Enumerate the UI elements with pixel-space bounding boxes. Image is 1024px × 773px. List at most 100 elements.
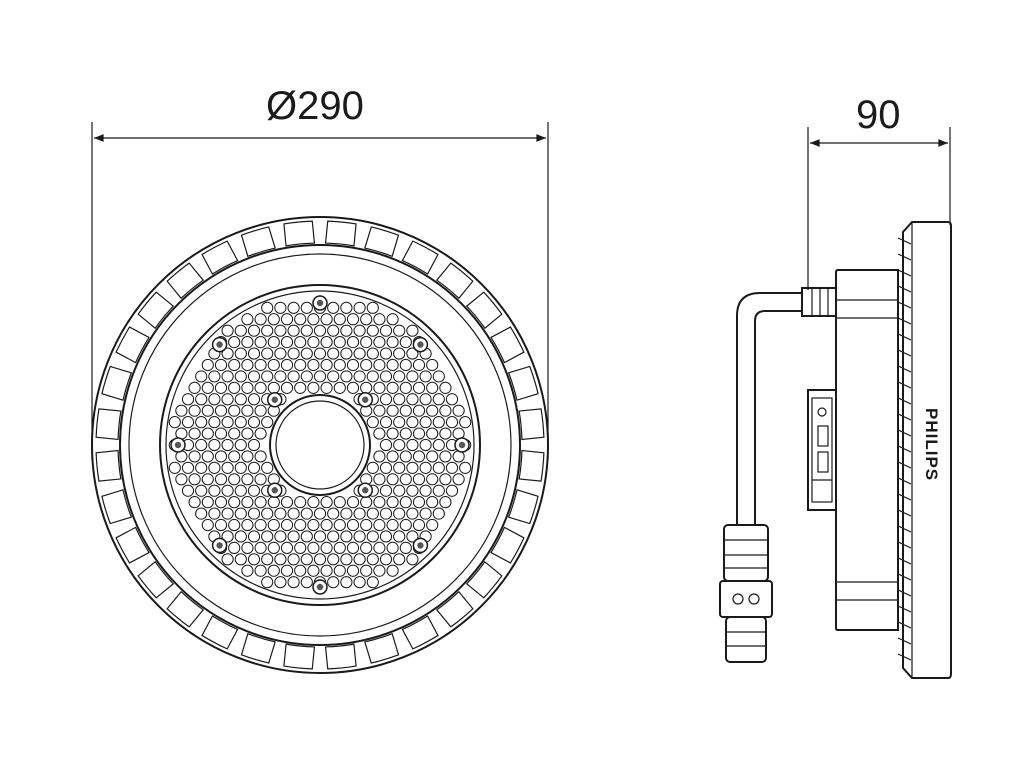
led-lens (452, 473, 465, 486)
led-lens (221, 484, 234, 497)
center-hub-inner (275, 400, 365, 490)
led-lens (366, 416, 379, 429)
fin (166, 262, 205, 300)
led-lens (445, 461, 459, 474)
led-lens (261, 507, 274, 520)
led-lens (373, 541, 386, 554)
led-lens (320, 564, 333, 577)
led-lens (261, 347, 274, 360)
led-lens (439, 496, 452, 509)
led-lens (419, 484, 432, 497)
led-lens (452, 404, 465, 417)
led-lens (221, 530, 234, 543)
led-lens (214, 473, 228, 486)
led-lens (386, 404, 399, 417)
led-lens (379, 484, 393, 497)
led-lens (168, 461, 181, 474)
led-lens (254, 336, 267, 349)
cable-inner (754, 310, 802, 525)
led-lens (393, 507, 406, 520)
led-lens (333, 313, 346, 326)
led-lens (353, 530, 366, 543)
fin (240, 632, 276, 664)
led-lens (445, 393, 459, 406)
led-lens (221, 393, 234, 406)
led-lens (241, 313, 254, 326)
led-lens (340, 530, 353, 543)
led-lens (360, 313, 373, 326)
led-lens (214, 381, 228, 394)
led-lens (214, 404, 228, 417)
led-lens (241, 336, 254, 349)
fin (137, 291, 175, 330)
led-lens (307, 313, 320, 326)
front-plate (902, 221, 952, 679)
cable-gland (801, 287, 837, 317)
side-fin (897, 573, 912, 581)
led-lens (412, 473, 426, 486)
led-lens (406, 370, 419, 383)
fin (465, 560, 503, 599)
led-lens (188, 496, 201, 509)
side-fin (897, 301, 912, 309)
led-lens (393, 347, 406, 360)
led-lens (254, 541, 267, 554)
led-lens (340, 553, 353, 566)
led-lens (267, 496, 280, 509)
led-lens (379, 438, 393, 452)
led-lens (307, 496, 320, 509)
side-fin (897, 637, 912, 645)
led-lens (386, 518, 399, 532)
led-lens (373, 404, 386, 417)
led-lens (221, 416, 234, 429)
diameter-dimension-label: Ø290 (266, 84, 364, 128)
led-lens (201, 358, 214, 372)
fin (95, 449, 122, 482)
screw (412, 336, 429, 353)
led-lens (399, 450, 412, 463)
led-lens (393, 416, 406, 429)
side-fins (897, 237, 912, 661)
led-lens (221, 553, 234, 566)
led-lens (280, 313, 294, 326)
screw (454, 437, 470, 453)
led-lens (241, 450, 254, 463)
led-lens (241, 381, 254, 394)
side-fin (897, 541, 912, 549)
led-lens (294, 496, 307, 509)
led-lens-array (168, 301, 472, 589)
led-lens (274, 553, 287, 566)
led-lens (254, 427, 267, 440)
led-lens (261, 416, 274, 429)
led-lens (181, 393, 195, 406)
led-lens (261, 461, 274, 474)
led-lens (274, 507, 287, 520)
fin (324, 220, 357, 247)
led-lens (412, 496, 426, 509)
led-lens (346, 496, 360, 509)
led-lens (366, 347, 379, 360)
led-lens (261, 370, 274, 383)
led-lens (439, 450, 452, 463)
led-lens (208, 370, 221, 383)
led-lens (287, 324, 300, 337)
led-lens (228, 450, 241, 463)
screw (357, 482, 374, 499)
led-lens (228, 404, 241, 417)
led-lens (195, 507, 208, 520)
led-lens (234, 553, 247, 566)
fin (240, 226, 276, 258)
mounting-screws (170, 295, 470, 595)
led-lens (195, 370, 208, 383)
led-lens (241, 541, 254, 554)
led-lens (313, 370, 327, 383)
led-lens (360, 541, 373, 554)
led-lens (432, 393, 445, 406)
led-lens (221, 438, 234, 452)
led-lens (280, 541, 294, 554)
led-lens (280, 358, 294, 372)
led-lens (386, 381, 399, 394)
led-lens (228, 336, 241, 349)
led-lens (214, 427, 228, 440)
